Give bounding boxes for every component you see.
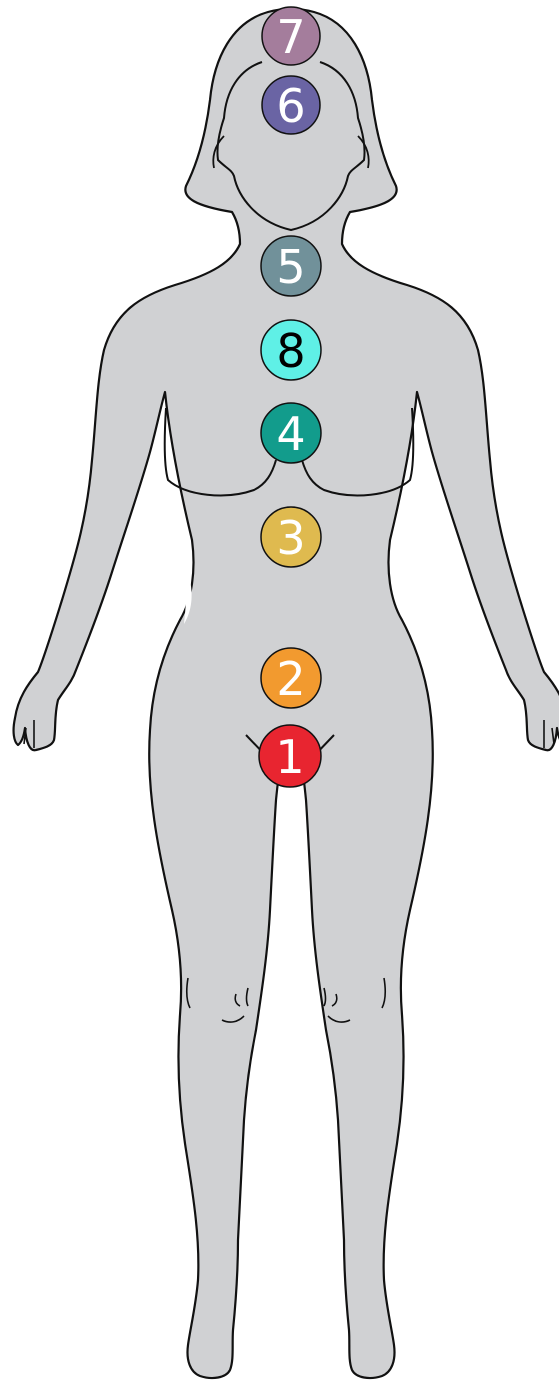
- chakra-7: 7: [262, 7, 320, 65]
- chakra-8-label: 8: [276, 324, 305, 378]
- chakra-3: 3: [261, 507, 321, 567]
- chakra-2-label: 2: [276, 652, 305, 706]
- chakra-3-label: 3: [276, 511, 305, 565]
- chakra-1: 1: [259, 725, 321, 787]
- chakra-5: 5: [261, 236, 321, 296]
- chakra-8: 8: [261, 320, 321, 380]
- chakra-7-label: 7: [276, 10, 305, 64]
- chakra-5-label: 5: [276, 240, 305, 294]
- chakra-6: 6: [262, 76, 320, 134]
- chakra-4-label: 4: [276, 407, 305, 461]
- chakra-4: 4: [261, 403, 321, 463]
- chakra-6-label: 6: [276, 79, 305, 133]
- chakra-2: 2: [261, 648, 321, 708]
- chakra-1-label: 1: [275, 730, 304, 784]
